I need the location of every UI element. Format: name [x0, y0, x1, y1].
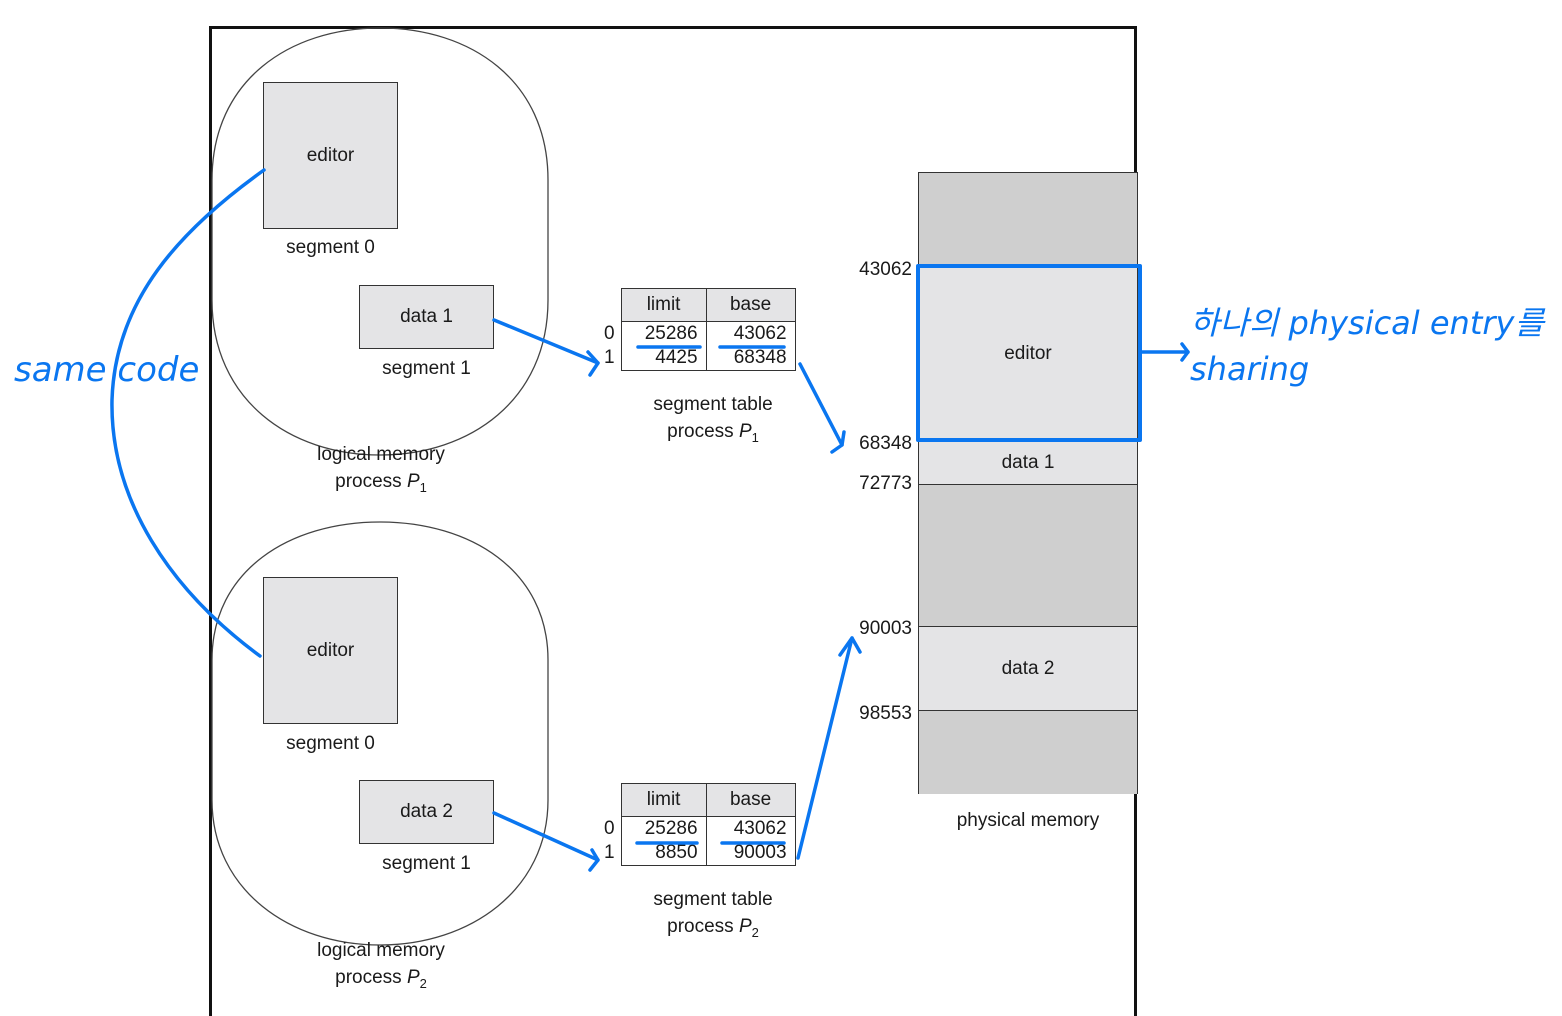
sharing-note-arrowhead-icon: [1180, 342, 1190, 362]
data1-to-table-arrow: [492, 318, 600, 365]
p2-segment-0-editor: editor: [263, 577, 398, 724]
p1-logical-caption-line2: process P1: [281, 468, 481, 501]
addr-72773: 72773: [859, 473, 912, 494]
phys-block-editor-label: editor: [1004, 342, 1052, 364]
p2-table-process-sub: 2: [751, 924, 759, 940]
p1-header-limit: limit: [620, 288, 707, 322]
logical-memory-outline-p2: [211, 521, 549, 946]
p2-segment-1-label: data 2: [400, 801, 453, 822]
p1-table-caption-line2: process P1: [613, 418, 813, 451]
p1-table-caption-line1: segment table: [653, 394, 773, 415]
p2-logical-process-name: P: [406, 967, 420, 988]
phys-block-data2: data 2: [919, 626, 1137, 710]
p1-segment-table-header: limit base: [604, 288, 796, 322]
p2-logical-caption-line1: logical memory: [317, 940, 445, 961]
table-row: 0 25286 43062: [604, 816, 796, 841]
p2-segment-table: limit base 0 25286 43062 1 8850 90003: [604, 783, 796, 866]
same-code-link-curve: [110, 168, 266, 658]
p1-logical-process-name: P: [406, 471, 420, 492]
p2-header-base: base: [705, 783, 796, 817]
addr-98553: 98553: [859, 703, 912, 724]
p2-physical-arrowhead-icon: [838, 636, 862, 657]
physical-memory-caption: physical memory: [956, 810, 1100, 831]
phys-block-data1-label: data 1: [1001, 451, 1055, 473]
p2-segment-1-caption: segment 1: [382, 853, 471, 874]
data1-arrowhead-icon: [586, 350, 600, 377]
p1-table-process-name: P: [738, 421, 752, 442]
shared-editor-highlight: [916, 264, 1142, 442]
p2-segment-table-caption: segment table process P2: [613, 886, 813, 946]
p2-row-0-index: 0: [604, 817, 615, 839]
p1-row-1-limit: 4425: [620, 346, 707, 371]
phys-block-data2-label: data 2: [1001, 657, 1055, 679]
p2-header-limit: limit: [620, 783, 707, 817]
phys-block-data1: data 1: [919, 440, 1137, 484]
p1-table-process-sub: 1: [751, 429, 759, 445]
p1-table-to-physical-arrow: [798, 362, 844, 447]
logical-memory-outline-p1: [211, 27, 549, 456]
sharing-note-line1: 하나의 physical entry를: [1190, 304, 1544, 342]
p2-row-1-limit: 8850: [620, 841, 707, 866]
p1-row-1-index: 1: [604, 347, 615, 369]
p1-segment-table-caption: segment table process P1: [613, 391, 813, 451]
p1-segment-0-label: editor: [306, 144, 355, 166]
addr-90003: 90003: [859, 618, 912, 639]
p1-logical-memory-caption: logical memory process P1: [281, 441, 481, 501]
sharing-note-line2: sharing: [1190, 350, 1310, 388]
p1-segment-1-caption: segment 1: [382, 358, 471, 379]
data2-to-table-arrow: [492, 811, 600, 862]
p2-segment-0-caption: segment 0: [286, 733, 375, 754]
table-row: 0 25286 43062: [604, 321, 796, 346]
p2-segment-table-header: limit base: [604, 783, 796, 817]
table-row: 1 4425 68348: [604, 346, 796, 371]
p2-row-1-base: 90003: [705, 841, 796, 866]
p1-physical-arrowhead-icon: [830, 430, 846, 454]
p2-logical-process-sub: 2: [419, 975, 427, 991]
p1-row-0-base: 43062: [705, 321, 796, 346]
p1-segment-0-editor: editor: [263, 82, 398, 229]
data2-arrowhead-icon: [588, 848, 600, 872]
p2-segment-1-data: data 2: [359, 780, 494, 844]
p1-logical-caption-process: process: [335, 471, 402, 492]
p2-table-process-name: P: [738, 916, 752, 937]
p2-table-caption-process: process: [667, 916, 734, 937]
p1-row-0-limit: 25286: [620, 321, 707, 346]
p1-segment-1-data: data 1: [359, 285, 494, 349]
addr-43062: 43062: [859, 259, 912, 280]
p1-segment-0-caption: segment 0: [286, 237, 375, 258]
p1-table-caption-process: process: [667, 421, 734, 442]
p2-logical-memory-caption: logical memory process P2: [281, 937, 481, 997]
p1-header-base: base: [705, 288, 796, 322]
p1-row-0-index: 0: [604, 322, 615, 344]
p1-logical-process-sub: 1: [419, 479, 427, 495]
p2-logical-caption-line2: process P2: [281, 964, 481, 997]
p2-table-to-physical-arrow: [796, 636, 854, 860]
p1-segment-1-label: data 1: [400, 306, 453, 327]
phys-block-free-middle: [919, 484, 1137, 626]
phys-block-free-top: [919, 172, 1137, 266]
same-code-note: same code: [14, 350, 200, 390]
p1-logical-caption-line1: logical memory: [317, 444, 445, 465]
p2-table-caption-line2: process P2: [613, 913, 813, 946]
table-row: 1 8850 90003: [604, 841, 796, 866]
p2-row-0-limit: 25286: [620, 816, 707, 841]
sharing-note: 하나의 physical entry를 sharing: [1190, 300, 1544, 392]
p2-segment-0-label: editor: [306, 639, 355, 661]
p2-row-0-base: 43062: [705, 816, 796, 841]
addr-68348: 68348: [859, 433, 912, 454]
phys-block-free-bottom: [919, 710, 1137, 794]
p1-row-1-base: 68348: [705, 346, 796, 371]
p2-logical-caption-process: process: [335, 967, 402, 988]
p2-row-1-index: 1: [604, 842, 615, 864]
p2-table-caption-line1: segment table: [653, 889, 773, 910]
p1-segment-table: limit base 0 25286 43062 1 4425 68348: [604, 288, 796, 371]
